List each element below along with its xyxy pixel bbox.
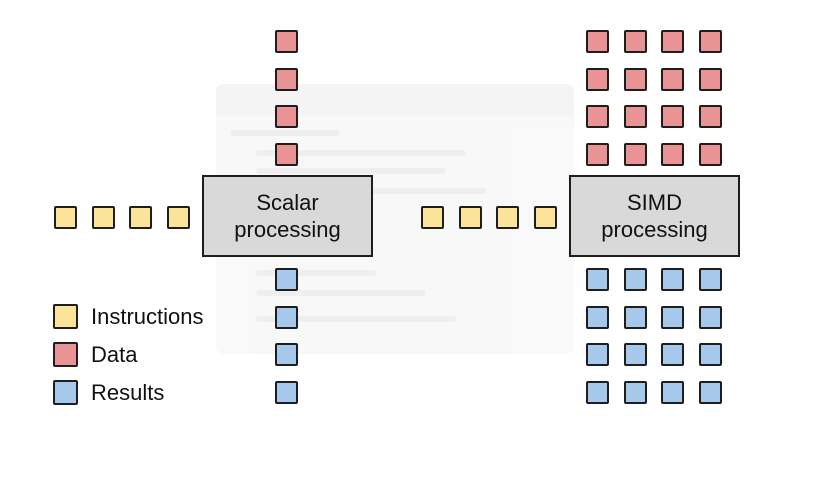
simd-data-square <box>623 142 647 166</box>
simd-data-square <box>698 67 722 91</box>
simd-result-square <box>661 305 684 329</box>
simd-result-square <box>586 305 609 329</box>
simd-result-square <box>586 380 609 404</box>
scalar-box-line1: Scalar <box>256 190 319 215</box>
simd-box-line2: processing <box>601 217 708 242</box>
simd-result-square <box>623 343 647 366</box>
simd-data-square <box>586 30 609 53</box>
legend-instructions-swatch <box>53 304 78 329</box>
scalar-instruction-square <box>54 206 77 229</box>
simd-box-line1: SIMD <box>626 190 682 215</box>
scalar-data-square <box>275 105 298 128</box>
simd-data-square <box>698 105 722 128</box>
simd-data-square <box>661 142 684 166</box>
simd-data-square <box>623 30 647 53</box>
simd-result-square <box>661 380 684 404</box>
simd-instruction-square <box>458 206 482 229</box>
scalar-result-square <box>275 343 298 366</box>
simd-data-square <box>661 105 684 128</box>
simd-result-square <box>698 268 722 291</box>
scalar-instruction-square <box>129 206 152 229</box>
simd-data-square <box>586 67 609 91</box>
legend-instructions-label: Instructions <box>91 304 204 329</box>
simd-data-square <box>698 30 722 53</box>
simd-data-square <box>661 30 684 53</box>
simd-instruction-square <box>421 206 444 229</box>
legend-data-label: Data <box>91 342 138 367</box>
scalar-data-square <box>275 142 298 166</box>
simd-result-square <box>698 343 722 366</box>
simd-data-square <box>661 67 684 91</box>
simd-result-square <box>661 268 684 291</box>
scalar-processing-box: Scalar processing <box>202 175 373 257</box>
scalar-box-line2: processing <box>234 217 341 242</box>
simd-result-square <box>698 380 722 404</box>
scalar-data-square <box>275 30 298 53</box>
scalar-result-square <box>275 268 298 291</box>
simd-result-square <box>586 343 609 366</box>
simd-result-square <box>623 268 647 291</box>
simd-processing-box: SIMD processing <box>569 175 740 257</box>
scalar-result-square <box>275 380 298 404</box>
simd-instruction-square <box>496 206 519 229</box>
legend-results-swatch <box>53 380 78 405</box>
simd-result-square <box>623 380 647 404</box>
scalar-result-square <box>275 305 298 329</box>
legend-data-swatch <box>53 342 78 367</box>
simd-result-square <box>661 343 684 366</box>
simd-result-square <box>623 305 647 329</box>
simd-result-square <box>698 305 722 329</box>
simd-data-square <box>698 142 722 166</box>
scalar-data-square <box>275 67 298 91</box>
simd-instruction-square <box>533 206 557 229</box>
simd-data-square <box>586 142 609 166</box>
simd-data-square <box>623 67 647 91</box>
simd-data-square <box>586 105 609 128</box>
simd-result-square <box>586 268 609 291</box>
legend-results-label: Results <box>91 380 165 405</box>
simd-data-square <box>623 105 647 128</box>
scalar-instruction-square <box>91 206 115 229</box>
scalar-instruction-square <box>166 206 190 229</box>
